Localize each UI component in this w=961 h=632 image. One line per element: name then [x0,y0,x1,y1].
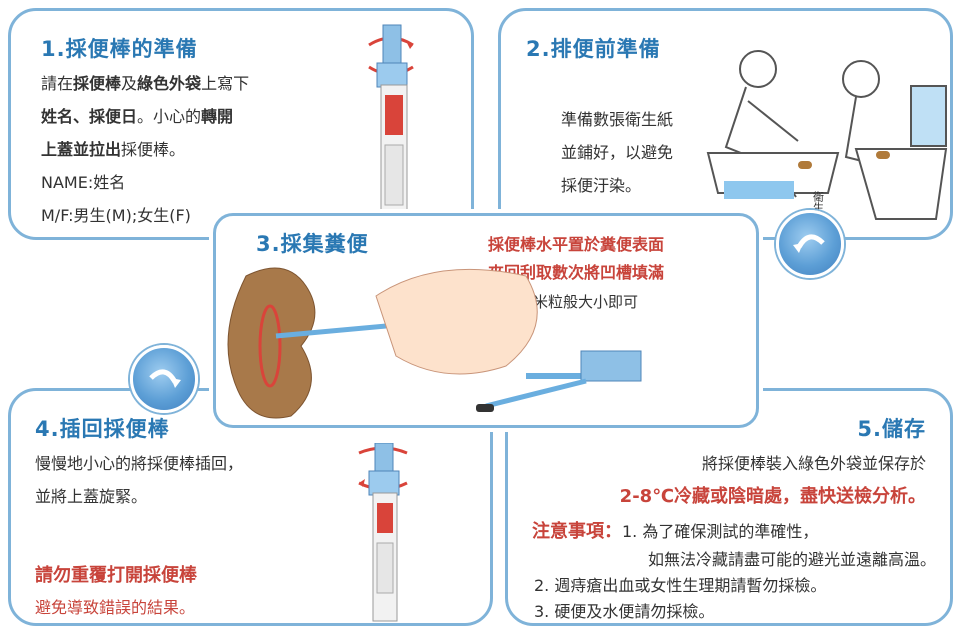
step1-title: 1.採便棒的準備 [41,37,198,61]
stool-sampling-illustration [227,267,642,419]
text: 上寫下 [201,74,250,93]
step4-line2: 並將上蓋旋緊。 [35,487,148,506]
step5-line1: 將採便棒裝入綠色外袋並保存於 [701,454,926,473]
step4-warning-note: 避免導致錯誤的結果。 [35,598,196,617]
toilet-posture-illustration: 衛生紙 [706,50,948,224]
step2-line1: 準備數張衛生紙 [561,110,674,129]
step5-storage: 2-8℃冷藏或陰暗處，盡快送檢分析。 [619,486,926,507]
step1-line1: 請在採便棒及綠色外袋上寫下 [41,67,249,100]
text: 轉開 [201,107,234,126]
next-arrow-icon [130,345,198,413]
text: 綠色外袋 [137,74,202,93]
step3-instruction-2: 來回刮取數次將凹槽填滿 [488,263,665,282]
step2-line3: 採便汙染。 [561,176,642,195]
text: 上蓋並拉出 [41,140,122,159]
step2-line2: 並鋪好，以避免 [561,143,674,162]
step5-notice1: 注意事項：1. 為了確保測試的準確性， [532,515,818,548]
step1-panel: 1.採便棒的準備 請在採便棒及綠色外袋上寫下 姓名、採便日。小心的轉開 上蓋並拉… [8,8,474,240]
step1-line4: NAME:姓名 [41,173,126,192]
text: 。小心的 [137,107,202,126]
step3-title: 3.採集糞便 [256,232,369,256]
step5-title: 5.儲存 [857,417,926,441]
step1-line3: 上蓋並拉出採便棒。 [41,133,185,166]
text: 採便棒 [73,74,122,93]
step5-notice3: 3. 硬便及水便請勿採檢。 [534,602,715,621]
step5-notice1b: 如無法冷藏請盡可能的避光並遠離高溫。 [647,550,936,569]
sampling-stick-illustration [368,24,414,236]
step4-warning: 請勿重覆打開採便棒 [35,565,197,586]
step2-panel: 2.排便前準備 準備數張衛生紙 並鋪好，以避免 採便汙染。 衛生紙 [498,8,953,240]
step2-title: 2.排便前準備 [526,37,661,61]
step3-panel: 3.採集糞便 採便棒水平置於糞便表面 來回刮取數次將凹槽填滿 至少如米粒般大小即… [213,213,759,428]
text: 採便棒。 [121,140,186,159]
step1-line2: 姓名、採便日。小心的轉開 [41,100,233,133]
text: 1. 為了確保測試的準確性， [622,522,819,541]
step1-line5: M/F:男生(M);女生(F) [41,206,191,225]
reinsert-stick-illustration [358,443,408,622]
step5-notice2: 2. 週痔瘡出血或女性生理期請暫勿採檢。 [534,576,827,595]
text: 及 [121,74,138,93]
step4-title: 4.插回採便棒 [35,417,170,441]
text: 請在 [41,74,74,93]
step4-line1: 慢慢地小心的將採便棒插回， [35,454,244,473]
notice-label: 注意事項： [532,521,622,542]
step3-instruction-1: 採便棒水平置於糞便表面 [488,235,665,254]
next-arrow-icon [776,210,844,278]
text: 姓名、採便日 [41,107,138,126]
